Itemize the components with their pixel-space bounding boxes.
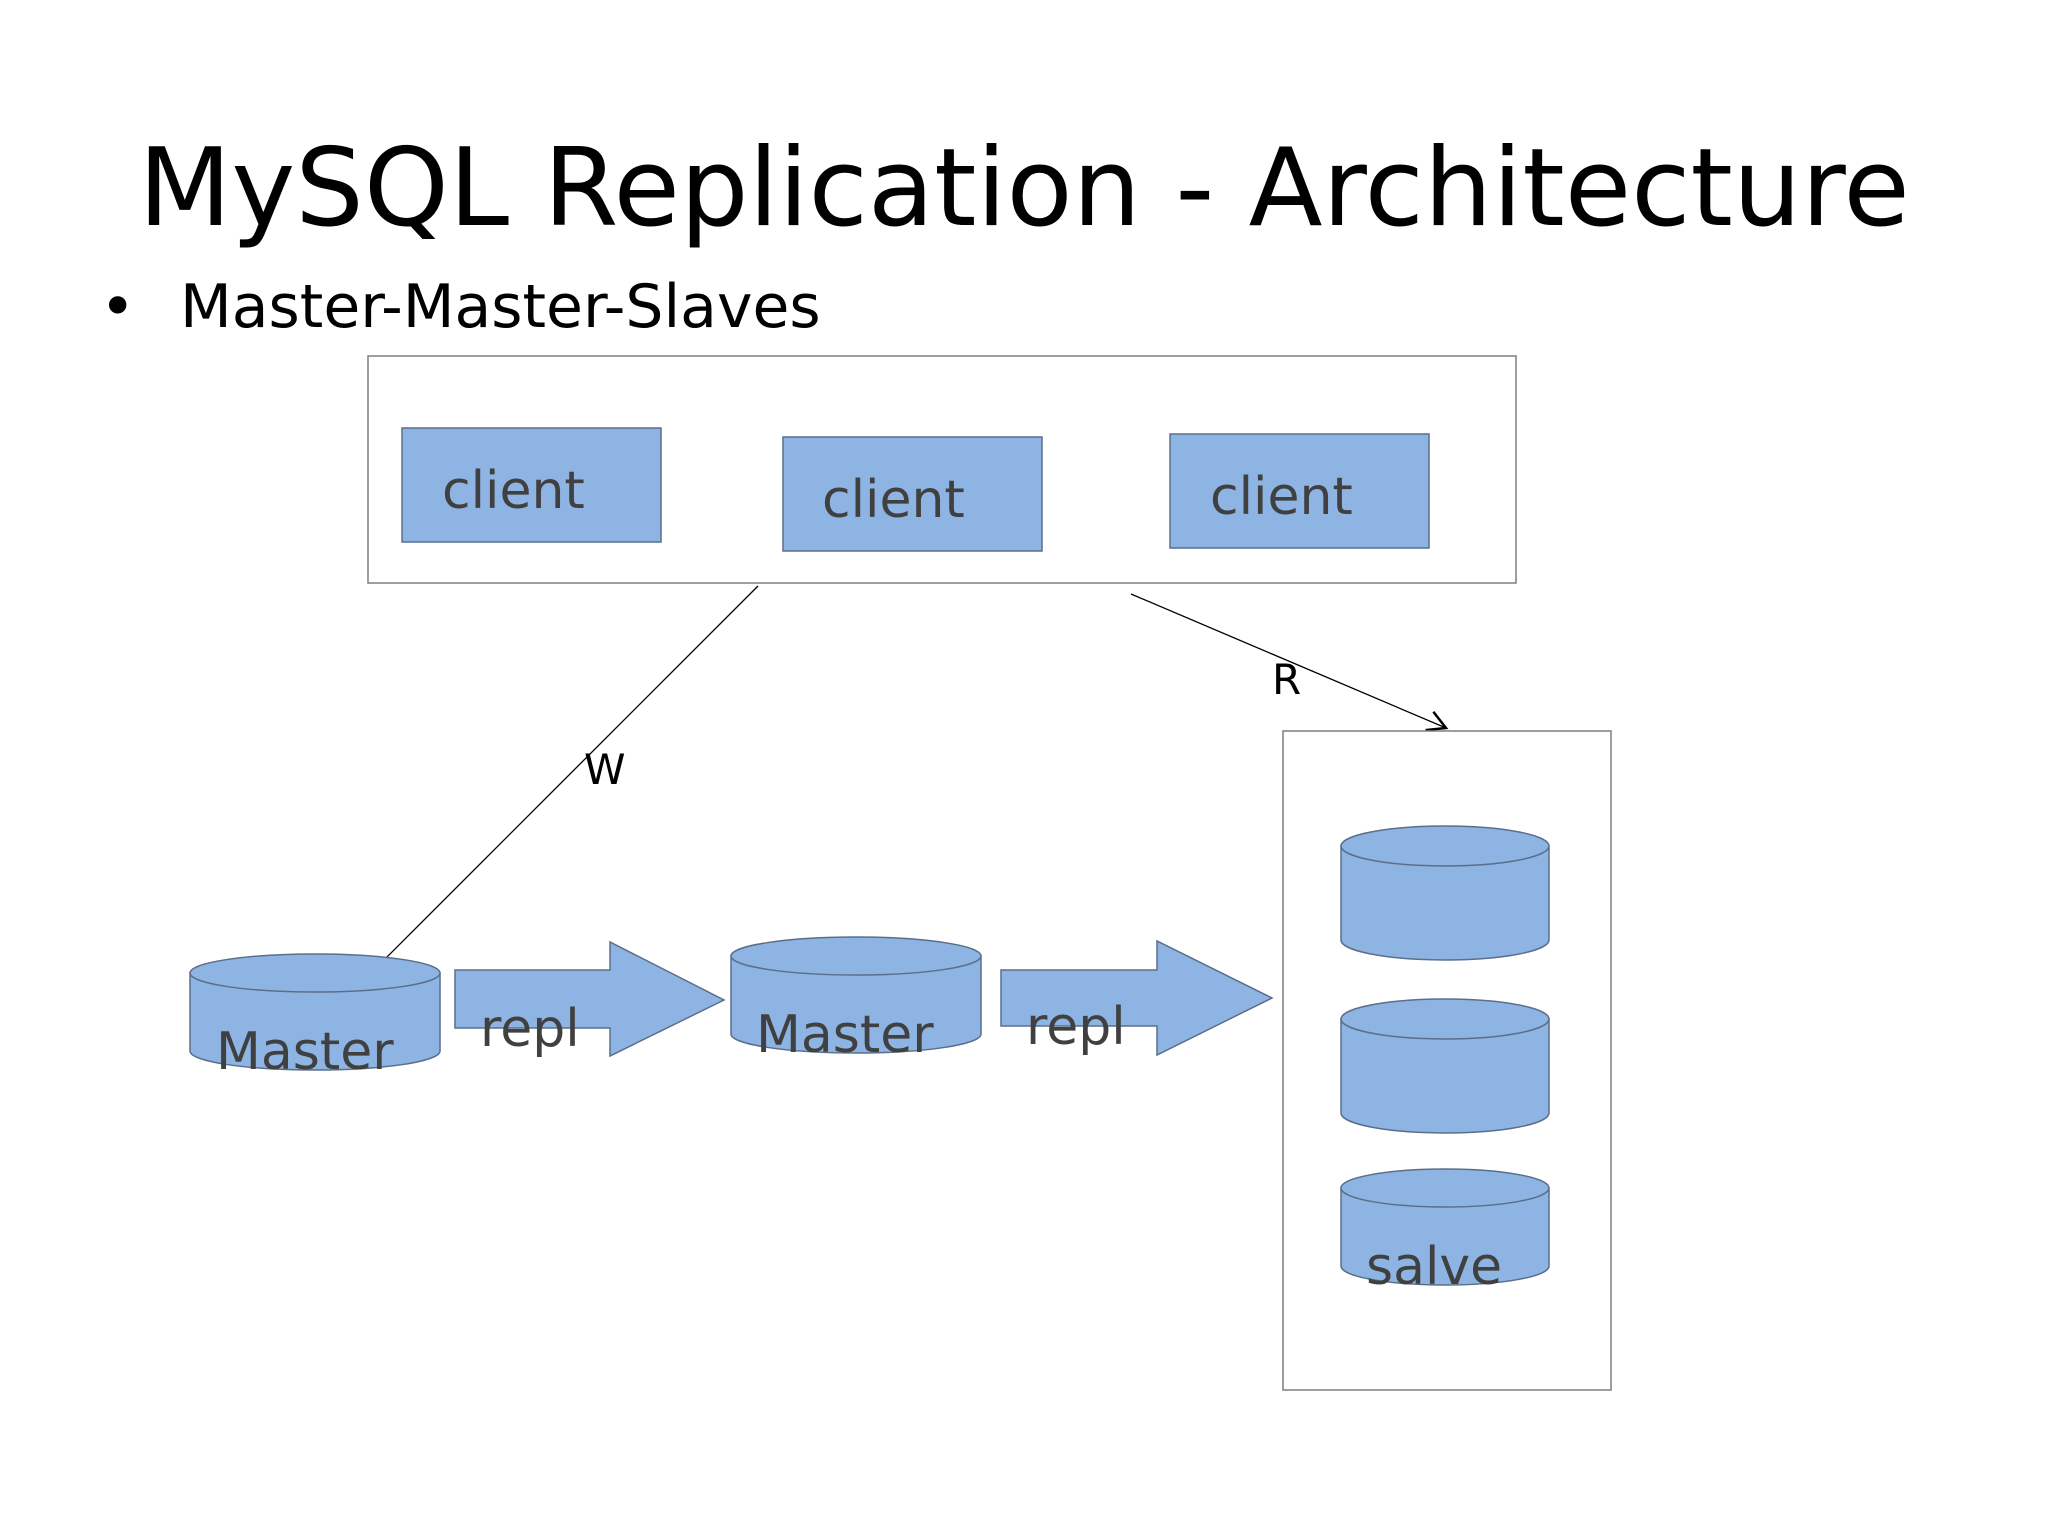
client-label-1: client	[442, 461, 585, 521]
master-label-1: Master	[216, 1022, 394, 1082]
repl-label-1: repl	[480, 999, 580, 1059]
master-db-1-icon	[189, 953, 441, 1071]
slave-db-1-icon	[1340, 825, 1550, 961]
bullet-item: • Master-Master-Slaves	[100, 272, 821, 342]
master-label-2: Master	[756, 1005, 934, 1065]
client-label-2: client	[822, 470, 965, 530]
master-db-2-icon	[730, 936, 982, 1054]
read-edge-label: R	[1272, 655, 1301, 704]
slave-db-2-icon	[1340, 998, 1550, 1134]
bullet-text: Master-Master-Slaves	[180, 272, 821, 342]
write-edge-label: W	[584, 745, 626, 794]
slave-label: salve	[1366, 1237, 1502, 1297]
repl-arrow-2-icon	[1000, 939, 1274, 1057]
slide-title: MySQL Replication - Architecture	[138, 126, 1910, 251]
slave-db-3-icon	[1340, 1168, 1550, 1286]
repl-arrow-1-icon	[454, 940, 726, 1058]
client-box-1	[401, 427, 662, 543]
repl-label-2: repl	[1026, 997, 1126, 1057]
bullet-dot-icon: •	[100, 272, 136, 342]
read-edge	[1130, 593, 1449, 732]
client-box-2	[782, 436, 1043, 552]
client-label-3: client	[1210, 467, 1353, 527]
write-edge	[346, 585, 759, 998]
client-box-3	[1169, 433, 1430, 549]
